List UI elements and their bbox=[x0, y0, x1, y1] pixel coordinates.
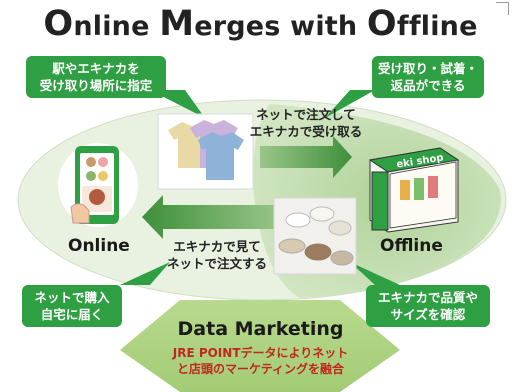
shop-illustration bbox=[368, 147, 460, 233]
corner-mark bbox=[496, 2, 509, 15]
flow-text-bottom: エキナカで見て ネットで注文する bbox=[166, 239, 267, 271]
shoes-photo bbox=[273, 197, 357, 275]
callout-pointer-bottom-left bbox=[120, 262, 170, 285]
callout-top-right: 受け取り・試着・ 返品ができる bbox=[372, 56, 484, 98]
clothing-photo bbox=[157, 113, 254, 190]
callout-pointer-bottom-right bbox=[350, 262, 400, 285]
arrow-to-offline bbox=[260, 136, 352, 178]
offline-label: Offline bbox=[380, 236, 443, 256]
callout-bottom-left: ネットで購入 自宅に届く bbox=[22, 285, 122, 327]
page-title: Online Merges with Offline bbox=[43, 4, 478, 44]
callout-pointer-top-left bbox=[150, 90, 205, 118]
data-marketing-text: JRE POINTデータによりネット と店頭のマーケティングを融合 bbox=[172, 346, 349, 376]
flow-text-top: ネットで注文して エキナカで受け取る bbox=[249, 107, 363, 139]
arrow-to-online bbox=[142, 195, 282, 239]
online-label: Online bbox=[68, 236, 130, 256]
data-marketing-shape bbox=[120, 300, 400, 392]
data-marketing-title: Data Marketing bbox=[177, 318, 344, 340]
callout-pointer-top-right bbox=[325, 90, 375, 118]
callout-bottom-right: エキナカで品質や サイズを確認 bbox=[366, 285, 490, 327]
phone-illustration bbox=[58, 143, 138, 227]
callout-top-left: 駅やエキナカを 受け取り場所に指定 bbox=[26, 56, 166, 98]
